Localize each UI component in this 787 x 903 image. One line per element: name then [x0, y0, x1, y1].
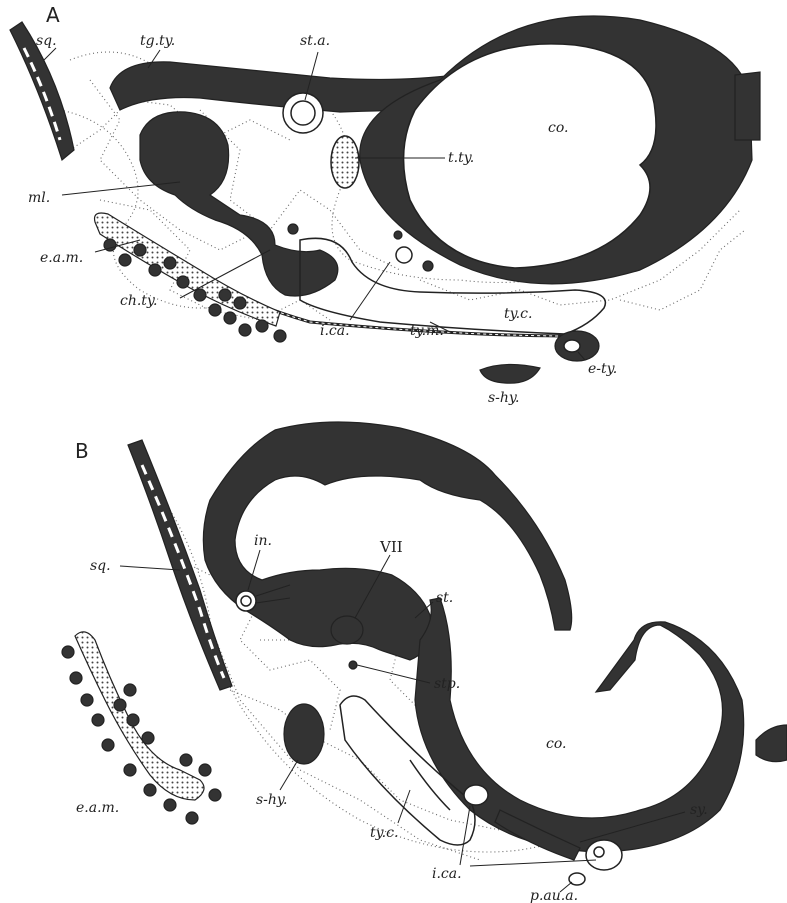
panel-a-cochlea	[360, 16, 760, 284]
panel-b-letter: B	[75, 439, 89, 463]
panel-a-ectotympanic	[555, 331, 599, 361]
label-b-in: in.	[254, 533, 272, 549]
label-ty-c: ty.c.	[504, 306, 532, 322]
label-st-a: st.a.	[300, 33, 330, 49]
label-b-i-ca: i.ca.	[432, 866, 462, 882]
panel-a-stylohyal	[480, 364, 540, 383]
label-t-ty: t.ty.	[448, 150, 474, 166]
panel-b: B	[62, 422, 787, 903]
label-b-sq: sq.	[90, 558, 111, 574]
label-tg-ty: tg.ty.	[140, 33, 175, 49]
label-i-ca: i.ca.	[320, 323, 350, 339]
panel-a-nerve-dot-1	[423, 261, 433, 271]
label-b-sy: sy.	[690, 802, 708, 818]
label-b-ty-c: ty.c.	[370, 825, 398, 841]
label-co: co.	[548, 120, 568, 136]
label-sq: sq.	[36, 33, 57, 49]
panel-a-letter: A	[46, 3, 60, 27]
label-b-p-au-a: p.au.a.	[530, 888, 578, 903]
label-s-hy: s-hy.	[488, 390, 519, 406]
panel-b-stylohyal	[284, 704, 324, 764]
panel-b-facial-nerve	[331, 616, 363, 644]
label-e-a-m: e.a.m.	[40, 250, 83, 266]
label-b-e-a-m: e.a.m.	[76, 800, 119, 816]
panel-a-internal-carotid	[396, 247, 412, 263]
panel-a-nerve-dot-3	[394, 231, 402, 239]
label-ty-m: ty.m.	[410, 323, 444, 339]
panel-b-internal-carotid	[464, 785, 488, 805]
panel-a-tensor-tympani	[331, 136, 359, 188]
panel-b-edge-fragment	[756, 725, 787, 762]
panel-a-nerve-dot-2	[288, 224, 298, 234]
label-b-co: co.	[546, 736, 566, 752]
panel-a-stapedial-artery	[283, 93, 323, 133]
label-ml: ml.	[28, 190, 50, 206]
label-e-ty: e-ty.	[588, 361, 617, 377]
label-b-stp: stp.	[434, 676, 460, 692]
label-ch-ty: ch.ty.	[120, 293, 157, 309]
label-b-st: st.	[436, 590, 453, 606]
label-b-s-hy: s-hy.	[256, 792, 287, 808]
label-b-vii: VII	[379, 538, 403, 556]
panel-a: A	[10, 3, 760, 406]
panel-b-stapes	[349, 661, 357, 669]
